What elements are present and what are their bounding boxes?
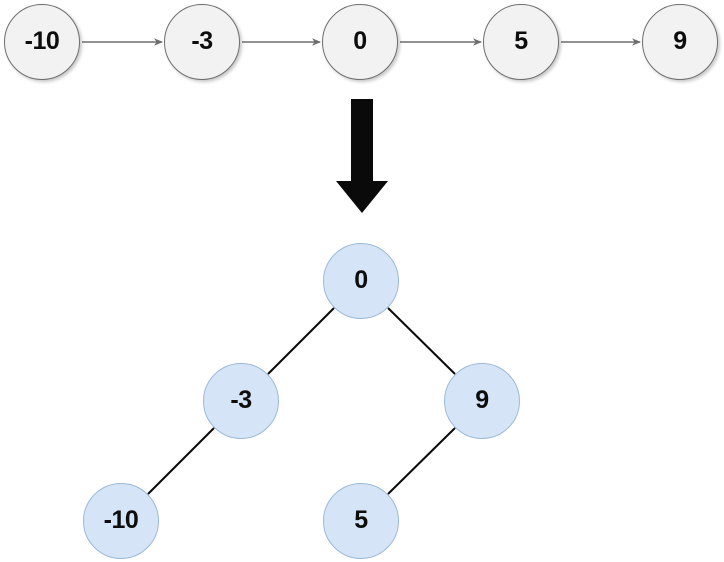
- tree-node-right-left[interactable]: 5: [323, 483, 399, 559]
- edge-0-to-9: [387, 307, 456, 375]
- list-node-1-label: -3: [191, 26, 213, 55]
- edge-minus3-to-minus10: [147, 427, 215, 495]
- edge-9-to-5: [387, 427, 456, 495]
- list-node-3[interactable]: 5: [483, 4, 559, 80]
- tree-edges-group: [147, 307, 456, 495]
- tree-node-left-left-label: -10: [103, 505, 139, 534]
- list-node-4-label: 9: [673, 26, 687, 55]
- list-node-0[interactable]: -10: [4, 4, 80, 80]
- list-node-4[interactable]: 9: [642, 4, 718, 80]
- tree-node-left-left[interactable]: -10: [83, 483, 159, 559]
- list-node-0-label: -10: [24, 26, 60, 55]
- tree-node-right-label: 9: [475, 385, 489, 414]
- tree-node-right[interactable]: 9: [444, 363, 520, 439]
- tree-node-right-left-label: 5: [354, 505, 368, 534]
- tree-node-left-label: -3: [230, 385, 252, 414]
- list-node-2[interactable]: 0: [322, 4, 398, 80]
- transform-down-arrow: [336, 99, 388, 213]
- edge-0-to-minus3: [267, 307, 335, 375]
- list-node-3-label: 5: [514, 26, 528, 55]
- tree-node-left[interactable]: -3: [203, 363, 279, 439]
- tree-node-root-label: 0: [354, 265, 368, 294]
- tree-node-root[interactable]: 0: [323, 243, 399, 319]
- list-node-1[interactable]: -3: [164, 4, 240, 80]
- list-node-2-label: 0: [353, 26, 367, 55]
